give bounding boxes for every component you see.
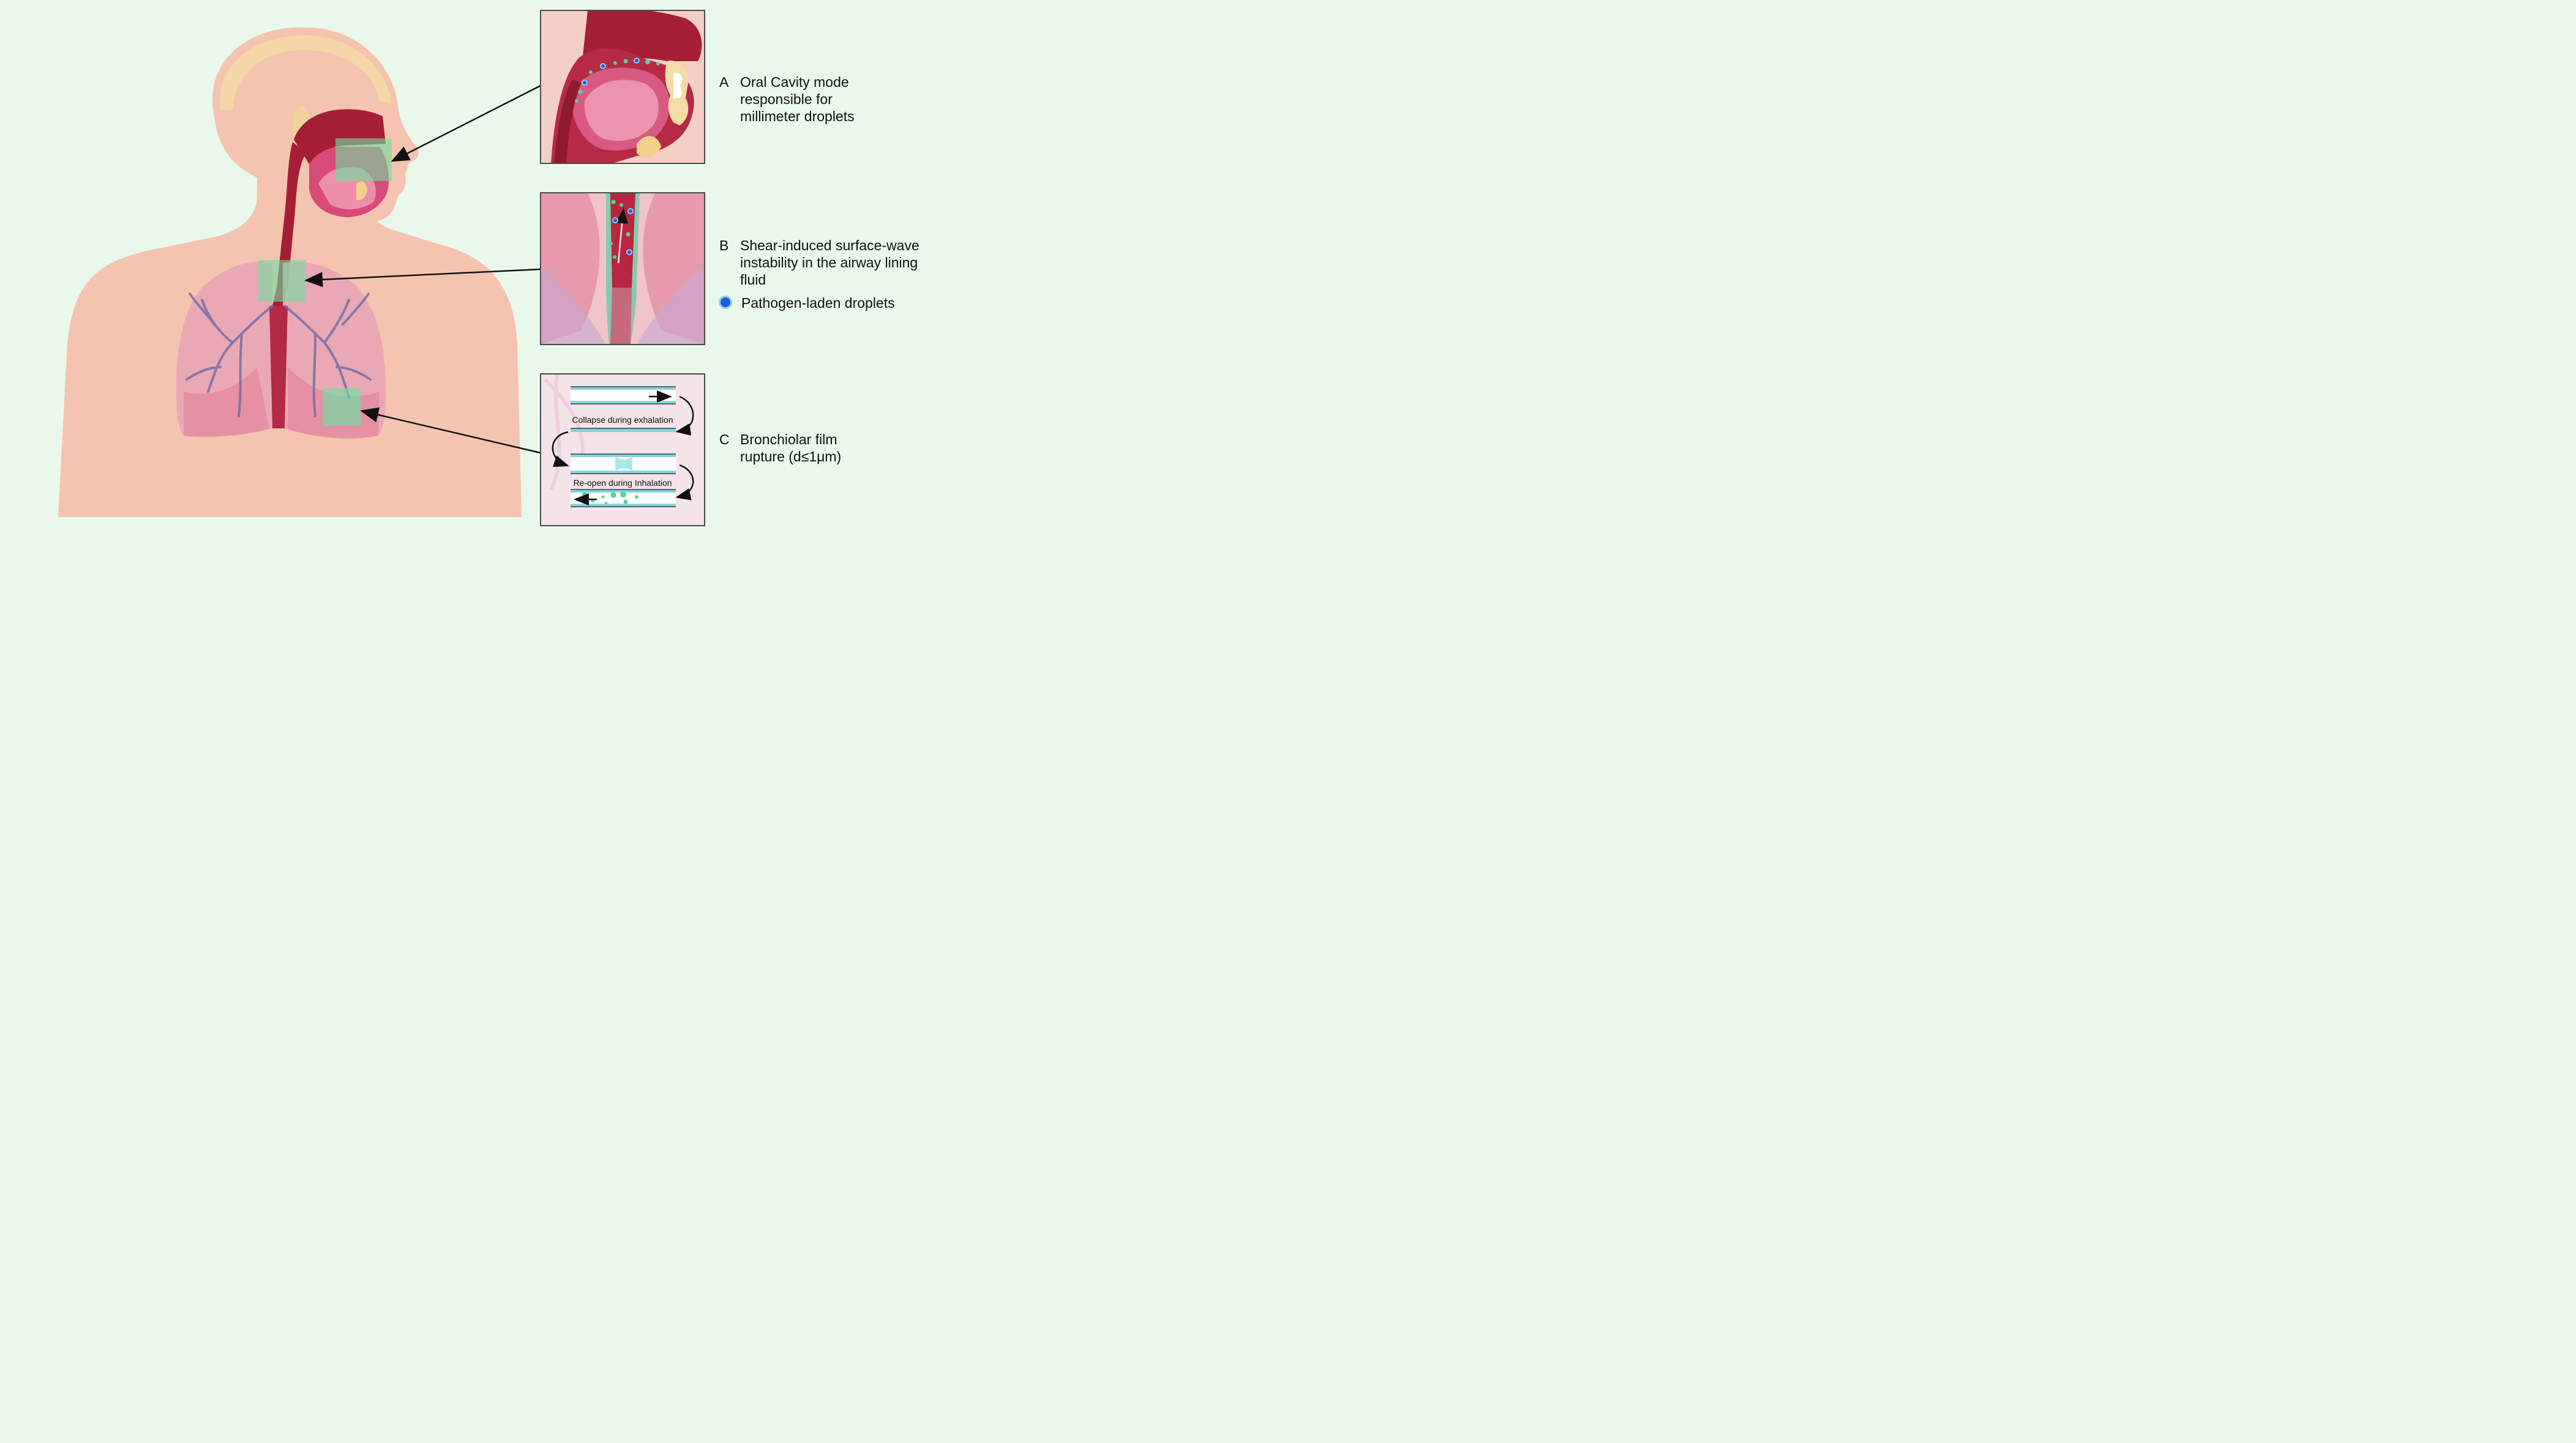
- legend: Pathogen-laden droplets: [721, 294, 929, 313]
- curved-arrow-1: [675, 395, 694, 436]
- curved-arrow-3: [675, 464, 694, 501]
- human-figure: [58, 27, 522, 517]
- panel-b-airway-instability: [541, 193, 705, 345]
- arrow-to-oral: [391, 84, 541, 162]
- hair-shape: [220, 35, 392, 110]
- respiratory-diagram: Collapse during exhalation Re-open durin…: [58, 10, 705, 526]
- droplet-dot-icon: [721, 297, 730, 307]
- tube-reopened: [571, 489, 676, 507]
- panel-a-frame: [540, 10, 705, 164]
- tube-collapsed: [571, 428, 676, 432]
- highlight-bronchiole-region: [323, 388, 361, 426]
- panel-b-droplets: [609, 199, 634, 259]
- caption-b: B Shear-induced surface-wave instability…: [719, 237, 940, 292]
- arrow-to-bronchiole: [360, 407, 541, 454]
- caption-a-letter: A: [719, 74, 729, 90]
- panel-a-droplets: [575, 58, 660, 103]
- panel-a-oral-cavity: [541, 10, 705, 163]
- caption-b-letter: B: [719, 237, 729, 253]
- caption-a-text: Oral Cavity mode responsible for millime…: [740, 74, 855, 124]
- collapse-label: Collapse during exhalation: [572, 415, 673, 425]
- curved-arrow-2: [552, 431, 569, 468]
- panel-c-bronchiolar-film: Collapse during exhalation Re-open durin…: [541, 374, 705, 526]
- caption-a: A Oral Cavity mode responsible for milli…: [719, 73, 927, 129]
- tube-open-exhale: [571, 386, 676, 405]
- panel-c-frame: [540, 373, 705, 526]
- arrow-to-trachea: [304, 268, 541, 288]
- panel-b-frame: [540, 192, 705, 345]
- caption-c-letter: C: [719, 431, 730, 447]
- caption-c: C Bronchiolar film rupture (d≤1μm): [719, 431, 927, 468]
- reopen-label: Re-open during Inhalation: [573, 478, 672, 488]
- highlight-oral-region: [335, 138, 392, 181]
- tube-film-forming: [571, 453, 676, 474]
- legend-label: Pathogen-laden droplets: [741, 295, 895, 311]
- highlight-trachea-region: [258, 260, 306, 302]
- caption-c-text: Bronchiolar film rupture (d≤1μm): [740, 431, 842, 464]
- caption-b-text: Shear-induced surface-wave instability i…: [740, 237, 919, 288]
